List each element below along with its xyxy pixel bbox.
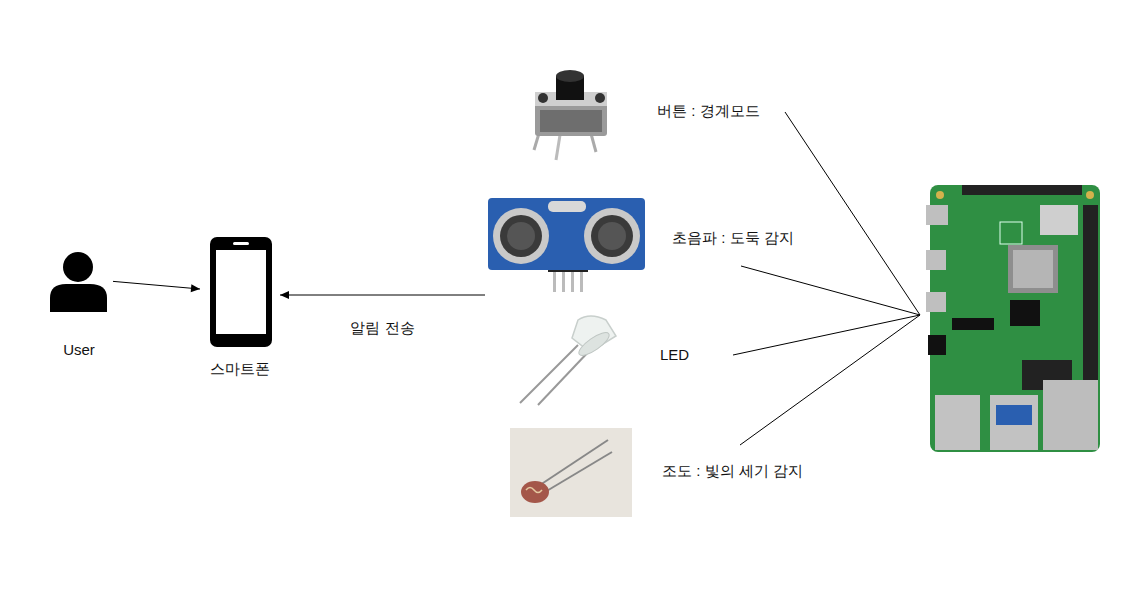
arrow-connector [113, 281, 200, 292]
edge-label: 알림 전송 [348, 319, 416, 337]
node-label: 초음파 : 도둑 감지 [672, 229, 794, 247]
arrow-connector [280, 291, 485, 299]
connector-line [113, 281, 200, 289]
node-label: 스마트폰 [210, 360, 270, 378]
node-label: User [63, 341, 95, 359]
node-label: 조도 : 빛의 세기 감지 [662, 462, 803, 480]
phone-icon [210, 237, 272, 347]
node-label: LED [660, 346, 689, 364]
photoresistor-picture [510, 428, 632, 517]
led-picture [520, 316, 616, 405]
ultrasonic-picture [488, 198, 645, 292]
arrow-head [191, 284, 200, 292]
user-node: User [45, 250, 113, 362]
raspberry-pi-picture [926, 185, 1100, 452]
node-label: 버튼 : 경계모드 [657, 102, 760, 120]
led-node: LED [515, 312, 700, 407]
wire-lines [733, 112, 920, 445]
arrow-head [280, 291, 289, 299]
button-picture [534, 70, 607, 160]
connector-line [280, 295, 485, 296]
light-sensor-node: 조도 : 빛의 세기 감지 [508, 425, 828, 520]
button-node: 버튼 : 경계모드 [515, 62, 780, 162]
ultrasonic-node: 초음파 : 도둑 감지 [485, 195, 815, 295]
user-icon [50, 252, 107, 312]
smartphone-node: 스마트폰 [200, 235, 280, 385]
